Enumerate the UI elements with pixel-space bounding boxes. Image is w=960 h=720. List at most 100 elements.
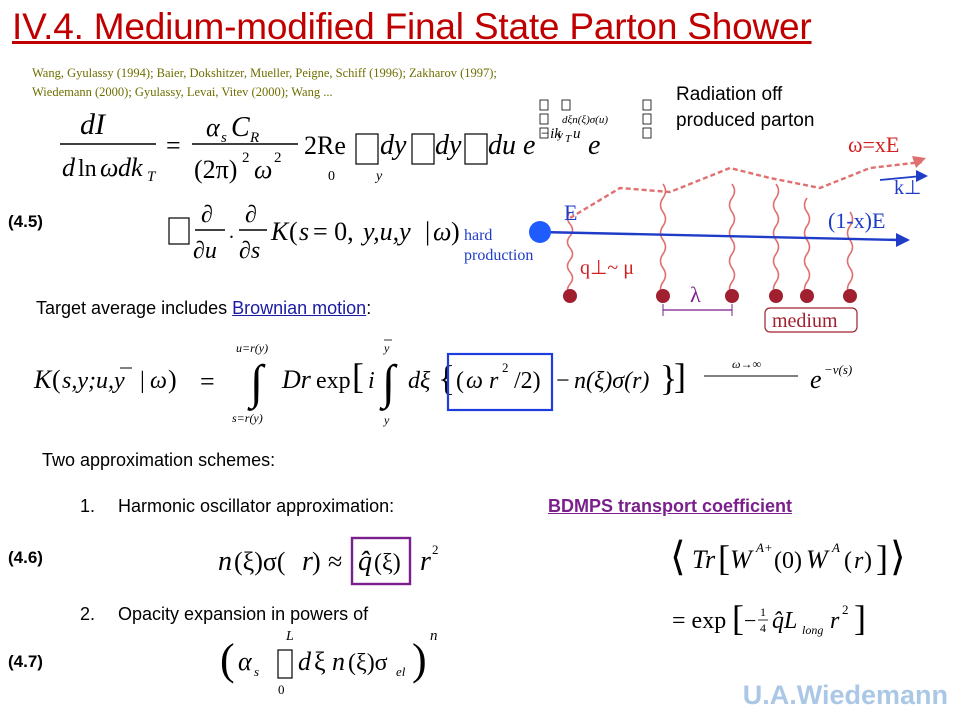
svg-text:dξ: dξ [408, 368, 431, 394]
diagram-label-medium: medium [772, 310, 838, 332]
svg-text:e: e [588, 130, 600, 161]
svg-text:∫: ∫ [379, 356, 398, 411]
svg-text:0: 0 [328, 169, 335, 184]
svg-text:0: 0 [278, 682, 285, 697]
equation-label-4-7: (4.7) [8, 652, 43, 671]
svg-text:y: y [383, 413, 390, 427]
svg-text:s: s [299, 217, 309, 246]
svg-text:s: s [221, 130, 227, 146]
svg-text:−: − [556, 368, 570, 394]
svg-text:d: d [298, 647, 312, 676]
references: Wang, Gyulassy (1994); Baier, Dokshitzer… [32, 64, 672, 102]
diagram-label-hard: hard [464, 227, 492, 244]
svg-text:2: 2 [842, 602, 849, 617]
svg-text:2: 2 [274, 150, 282, 166]
svg-text:i: i [368, 368, 375, 394]
svg-text:s: s [254, 664, 259, 679]
scheme-2-number: 2. [80, 604, 96, 624]
svg-text:): ) [168, 365, 177, 394]
svg-text:q̂: q̂ [358, 546, 372, 577]
svg-text:A: A [831, 540, 840, 555]
svg-text:2: 2 [242, 150, 250, 166]
page-title: IV.4. Medium-modified Final State Parton… [12, 6, 812, 47]
svg-text:r: r [420, 546, 431, 577]
svg-text:ω: ω [433, 217, 451, 246]
svg-text:L: L [285, 629, 294, 644]
svg-text:K: K [33, 365, 53, 394]
svg-text:el: el [396, 664, 406, 679]
svg-text:n: n [218, 546, 232, 577]
svg-text:W: W [806, 545, 830, 574]
svg-text:n: n [332, 647, 345, 676]
svg-text:−v(s): −v(s) [824, 362, 852, 377]
kperp-arrow-head [916, 170, 928, 182]
svg-text:Tr: Tr [692, 545, 716, 574]
svg-text:(: ( [844, 548, 852, 574]
equation-4-5-top: dI d ln ω dk T = α s C R (2π) 2 ω 2 2Re … [60, 99, 652, 185]
svg-text:y: y [557, 129, 563, 141]
brownian-motion-link[interactable]: Brownian motion [232, 298, 367, 318]
svg-text:dy: dy [380, 130, 407, 161]
svg-text:2Re: 2Re [304, 131, 346, 160]
diagram-label-qperp: q⊥~ μ [580, 257, 634, 279]
svg-text:du: du [488, 130, 516, 161]
svg-text:|: | [425, 217, 430, 246]
svg-text:⟨: ⟨ [670, 534, 686, 579]
svg-text:ξ: ξ [314, 647, 326, 676]
svg-text:}: } [660, 358, 677, 398]
svg-text:): ) [312, 547, 321, 576]
references-line-2: Wiedemann (2000); Gyulassy, Levai, Vitev… [32, 85, 333, 99]
svg-text:r: r [830, 608, 840, 634]
svg-text:d: d [62, 153, 76, 182]
gluon-arrow-head [912, 156, 926, 168]
svg-text:r: r [302, 546, 313, 577]
svg-text:(2π): (2π) [194, 155, 237, 184]
svg-text:ω r: ω r [466, 368, 499, 394]
svg-text:]: ] [876, 538, 888, 578]
svg-text:(ξ): (ξ) [374, 550, 401, 576]
svg-text:(: ( [456, 368, 464, 394]
medium-scattering-centres [563, 289, 857, 303]
svg-text:R: R [249, 130, 259, 146]
radiation-note: Radiation off produced parton [676, 82, 814, 134]
svg-text:1: 1 [760, 605, 766, 619]
svg-text:W: W [730, 545, 754, 574]
svg-text:= 0,: = 0, [313, 217, 354, 246]
radiated-gluon [569, 160, 923, 220]
equation-4-6: n (ξ)σ( r ) ≈ q̂ (ξ) r 2 [218, 536, 439, 586]
svg-text:.: . [229, 221, 234, 243]
diagram-label-kperp: k⊥ [894, 177, 921, 199]
path-integral-equation: K ( s,y;u,y | ω ) = u=r(y) ∫ s=r(y) Dr e… [33, 339, 852, 427]
svg-text:∂u: ∂u [193, 238, 217, 264]
bdmps-link[interactable]: BDMPS transport coefficient [548, 496, 793, 516]
radiation-note-line-1: Radiation off [676, 84, 783, 105]
svg-text:/2): /2) [514, 368, 541, 394]
svg-text:T: T [147, 169, 157, 185]
svg-text:): ) [451, 217, 460, 246]
svg-text:−: − [744, 608, 756, 633]
svg-text:): ) [864, 548, 872, 574]
svg-text:y: y [383, 341, 390, 355]
svg-text:e: e [523, 130, 535, 161]
svg-text:(ξ)σ(: (ξ)σ( [234, 547, 286, 576]
scheme-2-text: Opacity expansion in powers of [118, 604, 369, 624]
scheme-2: 2. Opacity expansion in powers of [80, 604, 368, 625]
equation-4-5-bottom: ∂ ∂u . ∂ ∂s K ( s = 0, y,u,y | ω ) [168, 202, 460, 264]
svg-text:ω: ω [254, 155, 272, 184]
svg-text:= exp: = exp [672, 608, 726, 634]
scheme-1-text: Harmonic oscillator approximation: [118, 496, 395, 516]
scheme-1: 1. Harmonic oscillator approximation: [80, 496, 394, 517]
svg-text:n(ξ)σ(r): n(ξ)σ(r) [574, 368, 649, 394]
schemes-intro: Two approximation schemes: [42, 450, 276, 470]
diagram-label-production: production [464, 247, 533, 264]
svg-text:e: e [810, 365, 822, 394]
svg-text:dI: dI [80, 108, 107, 141]
svg-text:n: n [430, 628, 438, 644]
hard-production-vertex [529, 221, 551, 243]
svg-text:(ξ)σ: (ξ)σ [348, 650, 388, 676]
svg-text:(: ( [52, 365, 61, 394]
svg-text:∂: ∂ [245, 202, 257, 228]
svg-text:r: r [854, 548, 864, 574]
diagram-label-omega: ω=xE [848, 132, 899, 157]
svg-text:ln: ln [78, 156, 97, 182]
